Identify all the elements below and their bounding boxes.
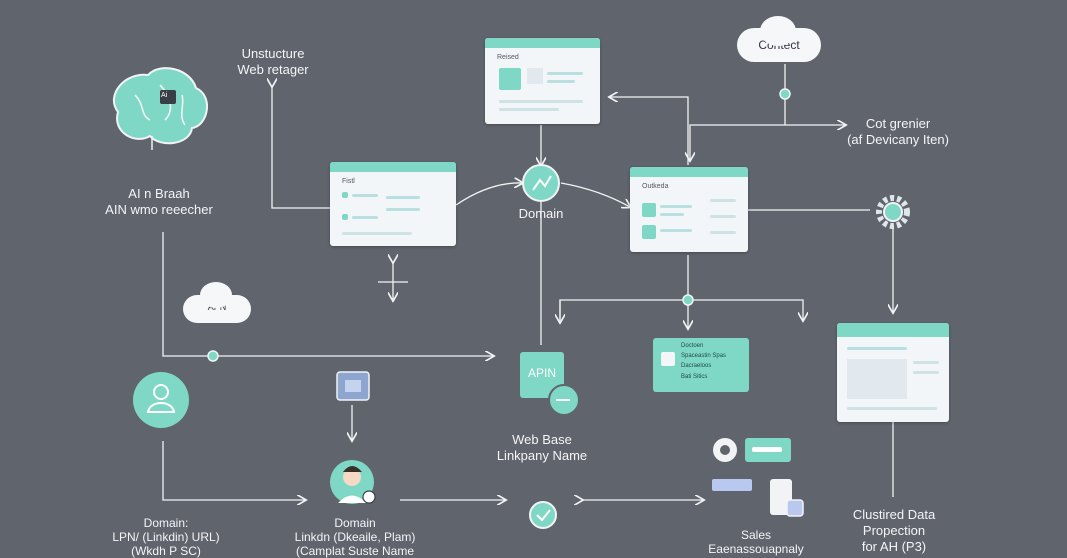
unstructured-label: Unstucture Web retager (237, 46, 309, 77)
clustered-data-window (837, 323, 949, 422)
gear-icon (876, 195, 910, 229)
domain-label: Domain (518, 206, 564, 221)
info-card-line: Bati Sitics (681, 374, 708, 380)
web-base-label: Web Base Linkpany Name (496, 432, 588, 463)
user-icon (661, 352, 675, 366)
info-card: Doctoen Spaceastin Spas Dacraeloos Bati … (653, 338, 749, 392)
api-badge: APIN (520, 352, 564, 398)
check-badge-icon (529, 501, 557, 529)
cot-grenier-label: Cot grenier (af Devicany Iten) (847, 116, 949, 147)
connector-line (162, 441, 305, 500)
user-icon (133, 372, 189, 428)
brain-icon (112, 67, 209, 150)
clustered-data-label: Clustired Data Propection for AH (P3) (852, 507, 936, 554)
brain-badge: Ai (161, 92, 168, 99)
node-dot (207, 350, 219, 362)
sales-label: Sales Eaenassouapnaly (708, 528, 804, 556)
connector-line (162, 232, 493, 356)
connector-line (690, 64, 786, 160)
connector-line (559, 299, 803, 320)
bottom-left-label: Domain: LPN/ (Linkdin) URL) (Wkdh P SC) (112, 516, 220, 558)
info-card-line: Spaceastin Spas (681, 353, 727, 359)
node-dot (682, 294, 694, 306)
window-caption: Fistl (342, 178, 355, 185)
network-node-icon (522, 164, 560, 202)
connector-line (272, 86, 330, 209)
api-icon (336, 371, 370, 401)
ai-brain-label: AI n Braah AIN wmo reeecher (105, 186, 213, 217)
search-window: Fistl (330, 162, 456, 246)
output-window: Outkeda (630, 167, 748, 252)
node-dot (779, 88, 791, 100)
connector-line (455, 183, 522, 206)
info-card-line: Dacraeloos (681, 363, 712, 369)
web-page-window: Reised (485, 38, 600, 124)
person-avatar-icon (330, 460, 376, 504)
window-caption: Reised (497, 54, 519, 61)
database-icon (712, 438, 804, 517)
info-card-line: Doctoen (681, 343, 704, 349)
window-caption: Outkeda (642, 183, 669, 190)
bottom-domain-label: Domain Linkdn (Dkeaile, Plam) (Camplat S… (294, 516, 416, 558)
connector-line (610, 97, 689, 165)
api-badge-label: APIN (527, 366, 556, 380)
connector-line (560, 182, 630, 207)
